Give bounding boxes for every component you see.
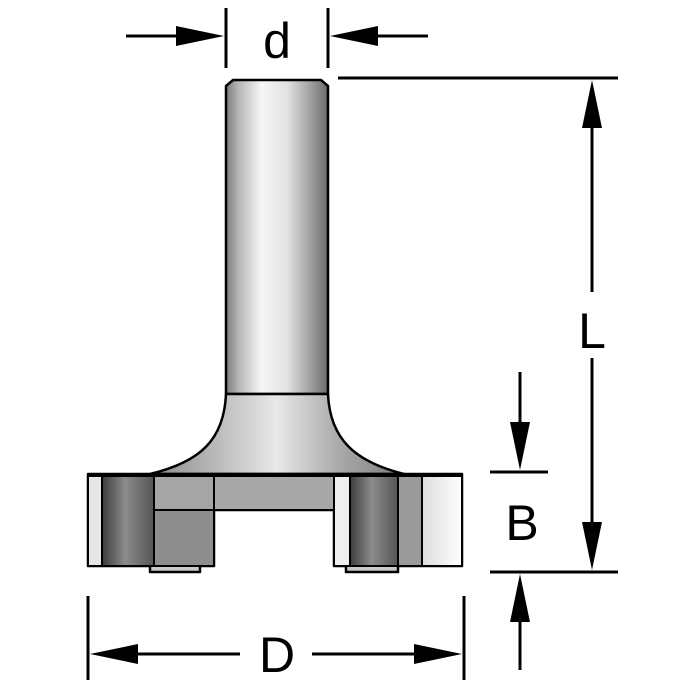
B-arrow-down-icon <box>510 422 530 470</box>
neck-flare <box>148 392 406 476</box>
label-d: d <box>263 13 291 69</box>
right-wing <box>213 475 335 511</box>
B-arrow-up-icon <box>510 574 530 622</box>
dimension-L: L <box>338 76 618 574</box>
dimension-D: D <box>86 596 466 683</box>
dimension-d: d <box>126 8 428 69</box>
label-D: D <box>259 627 295 683</box>
left-carbide-insert <box>101 475 155 567</box>
right-carbide-insert <box>349 475 399 567</box>
shank <box>224 78 330 396</box>
left-leg <box>153 509 215 567</box>
left-wing <box>153 475 215 511</box>
right-tip <box>421 475 463 567</box>
d-arrow-left-icon <box>176 26 224 46</box>
router-bit <box>86 78 464 574</box>
L-arrow-up-icon <box>582 80 602 128</box>
d-arrow-right-icon <box>330 26 378 46</box>
right-carbide-face <box>333 475 351 567</box>
D-arrow-left-icon <box>90 644 138 664</box>
D-arrow-right-icon <box>414 644 462 664</box>
left-edge-strip <box>87 475 103 567</box>
label-B: B <box>505 495 538 551</box>
label-L: L <box>578 303 606 359</box>
right-body-block <box>397 475 423 567</box>
dimension-B: B <box>490 372 548 670</box>
L-arrow-down-icon <box>582 522 602 570</box>
